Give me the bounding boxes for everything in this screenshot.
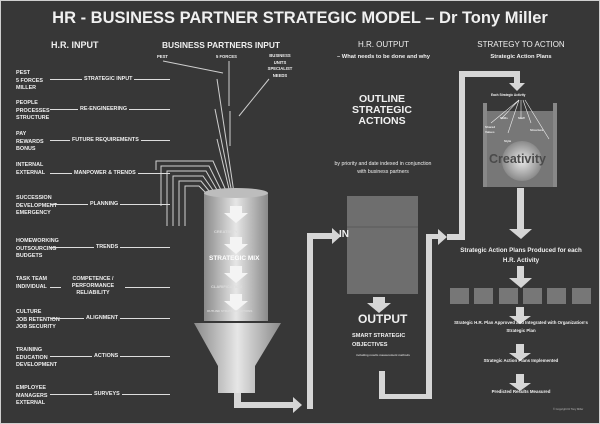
seven-s-style: Style (504, 139, 512, 143)
row-item: TASK TEAM (16, 276, 48, 282)
row-label: RE-ENGINEERING (78, 106, 130, 112)
row-item: DEVELOPMENT (16, 362, 58, 369)
hr-output-subheading: – What needs to be done and why (336, 54, 431, 60)
row-item: STRUCTURE (16, 115, 50, 122)
plans-produced: Strategic Action Plans Produced for each… (460, 247, 582, 264)
row-label: STRATEGIC INPUT (82, 76, 135, 82)
row-item: MANAGERS (16, 392, 48, 399)
row-item: EXTERNAL (16, 400, 46, 407)
row-label: SURVEYS (92, 391, 122, 397)
hr-input-heading: H.R. INPUT (51, 40, 99, 50)
row-item: PROCESSES (16, 107, 50, 114)
outline-strategic-actions: OUTLINE STRATEGIC ACTIONS (352, 93, 412, 127)
row-label: ACTIONS (92, 353, 121, 359)
cylinder-creativity: CREATIVITY (214, 229, 238, 234)
row-item: JOB SECURITY (16, 324, 56, 331)
row-label: ALIGNMENT (84, 315, 121, 321)
plans-implemented: Strategic Action Plans Implemented (483, 358, 559, 363)
output-label: OUTPUT (358, 312, 408, 326)
hr-output-heading: H.R. OUTPUT (357, 40, 410, 49)
creativity-box (483, 99, 557, 187)
output-description: by priority and date indexed in conjunct… (334, 161, 432, 175)
smart-objectives: SMART STRATEGIC OBJECTIVES (352, 333, 406, 348)
row-item: EMERGENCY (16, 210, 51, 217)
cylinder-clarification: CLARIFICATION (211, 284, 242, 289)
strategic-mix-cylinder (194, 188, 281, 393)
copyright: © Copyright Dr Tony Miller (553, 408, 584, 411)
row-item: EMPLOYEE (16, 385, 46, 391)
results-measured: Predicted Results Measured (491, 389, 551, 394)
row-item: BUDGETS (16, 253, 43, 260)
strategy-to-action-subheading: Strategic Action Plans (490, 54, 552, 60)
row-item: JOB RETENTION (16, 316, 60, 323)
row-item: 5 FORCES (16, 77, 43, 84)
row-label: COMPETENCE / PERFORMANCE RELIABILITY (61, 276, 125, 297)
row-label: PLANNING (88, 201, 121, 207)
page-title: HR - BUSINESS PARTNER STRATEGIC MODEL – … (52, 9, 548, 27)
each-strategic-activity: Each Strategic Activity (491, 93, 526, 97)
flow-pipes (234, 71, 532, 413)
row-item: EXTERNAL (16, 169, 46, 176)
seven-s-skills: Skills (500, 116, 508, 120)
row-label: FUTURE REQUIREMENTS (70, 137, 141, 143)
row-item: INTERNAL (16, 162, 44, 168)
row-item: PEST (16, 70, 31, 76)
seven-s-staff: Staff (518, 116, 525, 120)
seven-s-shared-values: Shared Values (485, 125, 496, 134)
row-item: PEOPLE (16, 100, 38, 106)
row-item: DEVELOPMENT (16, 202, 58, 209)
row-item: PAY (16, 131, 27, 137)
partner-input-5-forces: 5 FORCES (216, 54, 237, 59)
strategy-to-action-heading: STRATEGY TO ACTION (477, 40, 565, 49)
row-item: INDIVIDUAL (16, 283, 47, 290)
row-item: REWARDS (16, 138, 44, 145)
row-item: SUCCESSION (16, 195, 52, 201)
row-item: CULTURE (16, 309, 42, 315)
seven-s-structure: Structure (530, 128, 544, 132)
action-plan-squares (450, 288, 591, 304)
row-item: TRAINING (16, 347, 43, 353)
partner-input-pest: PEST (157, 54, 168, 59)
business-partners-input-heading: BUSINESS PARTNERS INPUT (162, 40, 281, 50)
cylinder-outline: OUTLINE STRATEGIC ACTIONS (207, 309, 253, 313)
partner-input-arrows (162, 60, 270, 194)
partner-input-business-units: BUSINESS UNITS SPECIALIST NEEDS (267, 53, 293, 78)
in-label: IN (339, 229, 349, 240)
row-item: BONUS (16, 146, 36, 153)
row-label: MANPOWER & TRENDS (72, 170, 138, 176)
row-item: HOMEWORKING (16, 238, 59, 244)
cylinder-strategic-mix: STRATEGIC MIX (209, 255, 260, 262)
row-item: MILLER (16, 85, 37, 92)
creativity-label: Creativity (489, 152, 546, 166)
plan-approved: Strategic H.R. Plan Approved and Integra… (454, 320, 588, 333)
row-item: OUTSOURCING (16, 245, 57, 252)
output-box (347, 196, 418, 294)
row-label: TRENDS (94, 244, 121, 250)
row-item: EDUCATION (16, 354, 48, 361)
smart-note: including results measurement methods (356, 353, 410, 357)
